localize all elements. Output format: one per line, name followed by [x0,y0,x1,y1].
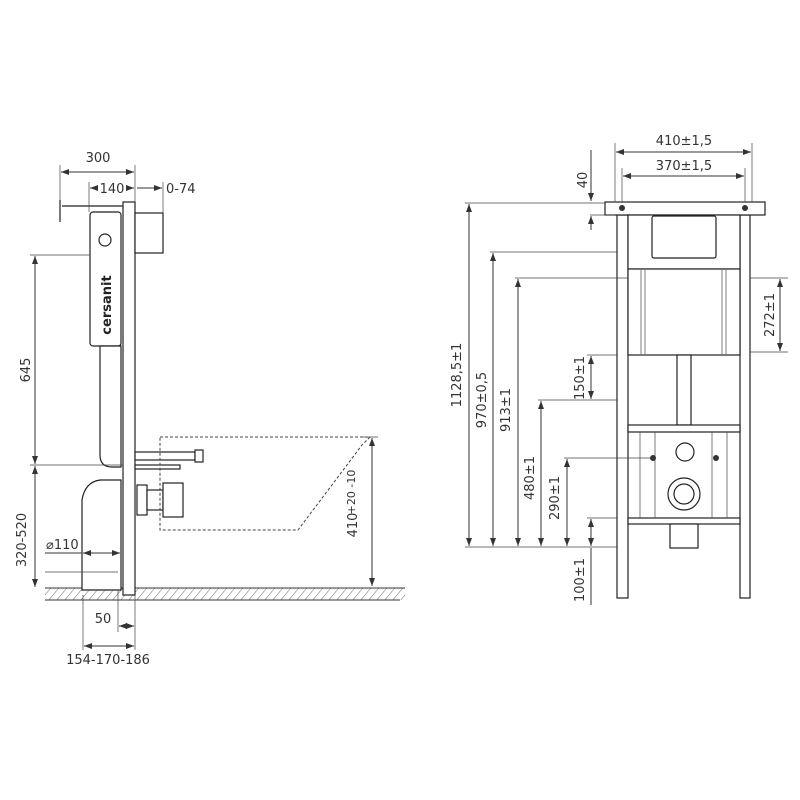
dim-320-520: 320-520 [15,513,30,567]
dim-290: 290±1 [548,476,563,520]
cistern-body [627,268,741,356]
dim-272: 272±1 [763,293,778,337]
side-view: cersanit 300 140 0-74 645 320-520 [15,151,405,668]
dim-pipe-diameter: ⌀110 [46,538,79,553]
drain-pipe [669,523,699,549]
dim-410-width: 410±1,5 [656,134,712,149]
front-view: 410±1,5 370±1,5 40 1128,5±1 970±0,5 913±… [450,134,788,605]
frame-profile [122,201,136,596]
drain-elbow [81,479,122,591]
flush-plate-box [134,212,164,254]
frame-left-post [616,214,629,599]
dim-154-170-186: 154-170-186 [66,653,150,668]
dim-50: 50 [95,612,112,627]
brand-label: cersanit [100,275,115,334]
dim-0-74: 0-74 [166,182,196,197]
dim-480: 480±1 [523,456,538,500]
dim-140: 140 [100,182,125,197]
dim-40: 40 [576,172,591,189]
dim-100: 100±1 [573,558,588,602]
dim-970: 970±0,5 [475,372,490,428]
dim-645: 645 [19,358,34,383]
flush-inlet [675,442,695,462]
dim-410-tolerance: +20 -10 [345,470,358,515]
dim-150: 150±1 [573,356,588,400]
frame-right-post [739,214,751,599]
flush-plate-opening [651,215,717,259]
dim-370-width: 370±1,5 [656,159,712,174]
dim-410: 410 [346,513,361,538]
dim-913: 913±1 [499,388,514,432]
dim-300: 300 [86,151,111,166]
flush-pipe [99,345,122,468]
toilet-bowl-outline [159,436,372,531]
dim-1128: 1128,5±1 [450,343,465,408]
frame-top-bar [604,201,766,216]
